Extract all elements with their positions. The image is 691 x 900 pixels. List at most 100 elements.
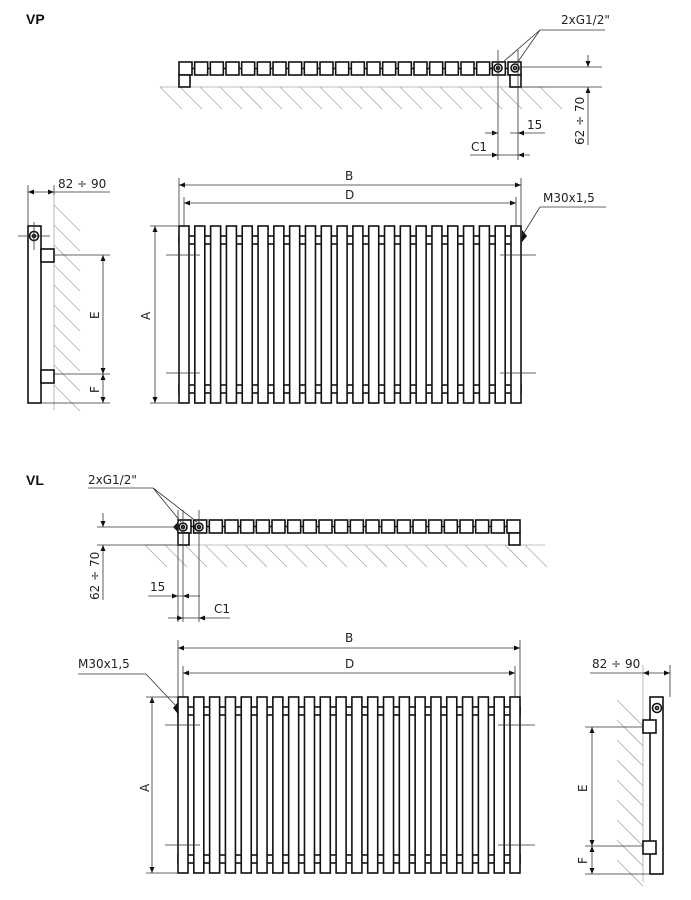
vl-front-tube (445, 696, 458, 874)
dimension-arrow (152, 226, 158, 232)
vl-side-panel (649, 696, 664, 875)
dimension-arrow (509, 670, 515, 676)
vp-front-tube (462, 225, 475, 404)
vl-connection-leader (152, 487, 198, 523)
dimension-arrow (589, 846, 595, 852)
wall-hatch (199, 86, 223, 110)
vl-front-tube (493, 696, 505, 874)
vl-front-tube (193, 696, 205, 874)
vl-top-tube-section (427, 519, 443, 534)
wall-hatch (279, 86, 303, 110)
dimension-arrow (184, 200, 190, 206)
dimension-arrow (178, 645, 184, 651)
vl-dim-f: F (576, 857, 590, 864)
wall-hatch (616, 799, 644, 827)
dimension-arrow (518, 130, 524, 136)
vp-front-tube (178, 225, 190, 404)
vl-top-tube-section (302, 519, 318, 534)
vl-top-tube-section (271, 519, 286, 534)
wall-hatch (53, 344, 81, 372)
vp-front-tube (478, 225, 491, 404)
wall-hatch (344, 544, 368, 568)
wall-hatch (239, 86, 263, 110)
vp-connection-leader (501, 29, 541, 64)
wall-hatch (164, 544, 188, 568)
vl-front-tube (366, 696, 379, 874)
dimension-arrow (183, 593, 189, 599)
wall-hatch (519, 86, 543, 110)
wall-hatch (384, 544, 408, 568)
vp-top-tube-section (178, 61, 193, 76)
vp-front-tube (510, 225, 522, 404)
vp-vent-leader (521, 206, 541, 237)
wall-hatch (339, 86, 363, 110)
wall-hatch (53, 324, 81, 352)
dimension-arrow (585, 87, 591, 93)
vp-top-tube-section (319, 61, 334, 76)
wall-hatch (616, 819, 644, 847)
vl-top-tube-section (286, 519, 302, 534)
dimension-arrow (589, 727, 595, 733)
wall-hatch (299, 86, 323, 110)
dimension-arrow (100, 397, 106, 403)
wall-hatch (399, 86, 423, 110)
vl-top-tube-section (490, 519, 506, 534)
vp-dim-b: B (345, 169, 353, 183)
vp-top-tube-section (444, 61, 460, 76)
dimension-arrow (515, 182, 521, 188)
vp-top-bracket (178, 74, 191, 88)
section-label-vl: VL (26, 472, 44, 488)
dimension-arrow (492, 152, 498, 158)
vl-top-bracket (508, 532, 521, 546)
vl-connection-label: 2xG1/2" (88, 473, 137, 487)
wall-hatch (53, 384, 81, 412)
vp-top-tube-section (413, 61, 428, 76)
vp-front-tube (494, 225, 506, 404)
dimension-arrow (589, 868, 595, 874)
wall-hatch (224, 544, 248, 568)
wall-hatch (53, 284, 81, 312)
vp-dim-c1: C1 (471, 140, 487, 154)
wall-hatch (264, 544, 288, 568)
vp-front-tube (367, 225, 380, 404)
dimension-arrow (518, 152, 524, 158)
vp-top-tube-section (209, 61, 225, 76)
vp-front-tube (446, 225, 459, 404)
vl-top-tube-section (443, 519, 459, 534)
vl-top-tube-section (506, 519, 521, 534)
wall-hatch (364, 544, 388, 568)
dimension-arrow (100, 255, 106, 261)
vp-top-tube-section (303, 61, 319, 76)
dimension-arrow (177, 615, 183, 621)
vp-front-tube (352, 225, 364, 404)
vp-front-tube (194, 225, 206, 404)
vl-front-tube (287, 696, 300, 874)
vp-front-tube (241, 225, 254, 404)
wall-hatch (284, 544, 308, 568)
wall-hatch (524, 544, 548, 568)
vp-top-tube-section (460, 61, 475, 76)
vp-front-tube (288, 225, 301, 404)
vl-dim-c1: C1 (214, 602, 230, 616)
vl-front-tube (477, 696, 490, 874)
vp-dim-d: D (345, 188, 354, 202)
vl-vent-leader (145, 673, 177, 707)
vl-front-tube (351, 696, 363, 874)
vp-dim-f: F (88, 386, 102, 393)
wall-hatch (53, 304, 81, 332)
vl-front-tube (240, 696, 253, 874)
wall-hatch (324, 544, 348, 568)
wall-hatch (404, 544, 428, 568)
vp-front-tube (320, 225, 333, 404)
vp-dim-e: E (88, 311, 102, 319)
dimension-arrow (100, 545, 106, 551)
wall-hatch (419, 86, 443, 110)
dimension-arrow (589, 840, 595, 846)
wall-hatch (319, 86, 343, 110)
vl-front-tube (414, 696, 426, 874)
vl-top-tube-section (208, 519, 224, 534)
wall-hatch (439, 86, 463, 110)
vl-connection-leader (152, 487, 182, 523)
vp-front-tube (399, 225, 412, 404)
vp-top-tube-section (428, 61, 444, 76)
